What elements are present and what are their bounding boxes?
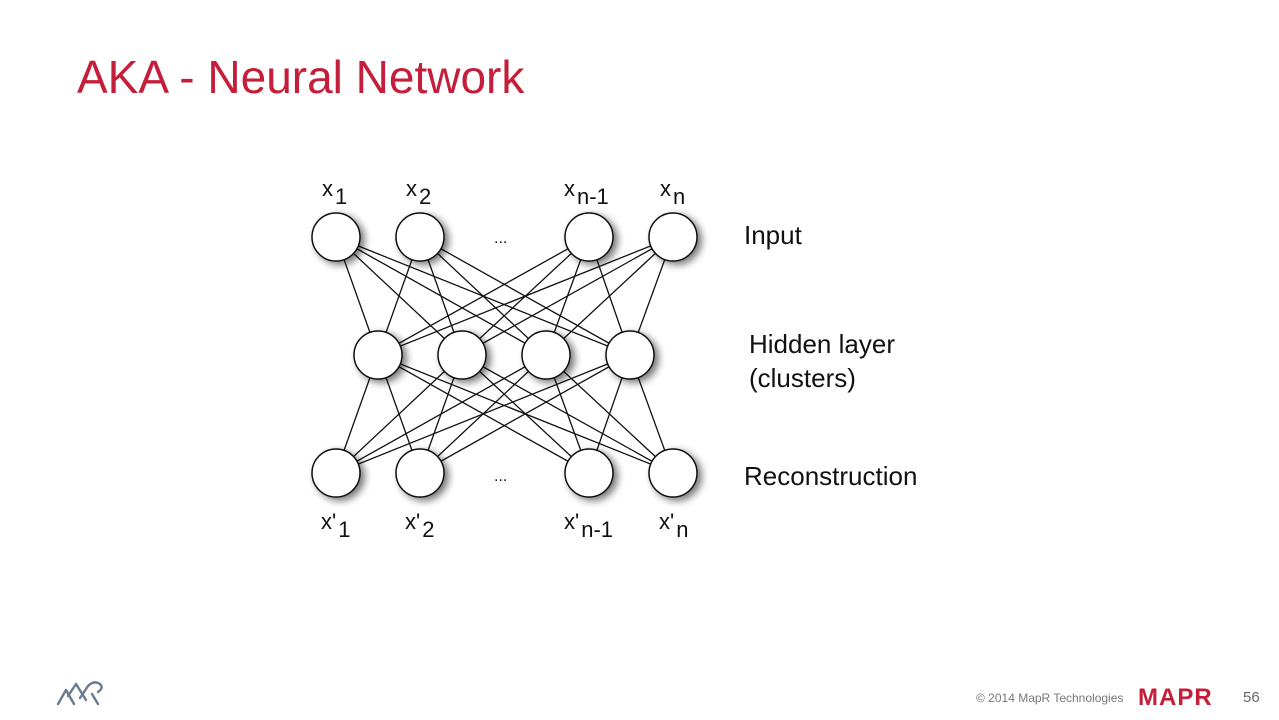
svg-text:xn-1: xn-1 [564,176,609,209]
edge-input-4-hidden-2 [461,236,674,356]
input-ellipsis: ... [494,230,507,247]
hidden-node-1 [353,330,403,380]
input-layer-label: Input [744,220,802,250]
svg-text:x'n: x'n [659,509,688,542]
edge-hidden-4-output-2 [419,354,631,474]
input-node-label-1: x1 [322,176,347,209]
hidden-node-2 [437,330,487,380]
reconstruction-layer-label: Reconstruction [744,461,918,491]
svg-text:x'2: x'2 [405,509,434,542]
edge-hidden-3-output-1 [335,354,547,474]
page-title: AKA - Neural Network [77,51,525,103]
input-node-2 [395,212,445,262]
output-node-label-2: x'2 [405,509,434,542]
output-node-label-n: x'n [659,509,688,542]
input-node-3 [564,212,614,262]
mapr-brand-logo: MAPR [1138,684,1213,711]
edge-hidden-2-output-1 [335,354,463,474]
edge-input-4-hidden-3 [545,236,674,356]
hidden-node-4 [605,330,655,380]
network-nodes [311,212,698,498]
svg-text:x'n-1: x'n-1 [564,509,613,542]
output-ellipsis: ... [494,468,507,485]
edge-input-4-hidden-1 [377,236,674,356]
output-node-2 [395,448,445,498]
input-node-1 [311,212,361,262]
input-node-label-n-1: xn-1 [564,176,609,209]
svg-text:x2: x2 [406,176,431,209]
svg-text:xn: xn [660,176,685,209]
output-node-label-n-1: x'n-1 [564,509,613,542]
edge-hidden-4-output-1 [335,354,631,474]
output-node-3 [564,448,614,498]
hidden-node-3 [521,330,571,380]
svg-text:x'1: x'1 [321,509,350,542]
hidden-layer-sublabel: (clusters) [749,363,856,393]
edge-input-3-hidden-1 [377,236,590,356]
input-node-label-2: x2 [406,176,431,209]
output-node-label-1: x'1 [321,509,350,542]
output-node-4 [648,448,698,498]
elephant-logo-icon [56,681,103,706]
page-number: 56 [1243,689,1260,706]
input-node-label-n: xn [660,176,685,209]
copyright-text: © 2014 MapR Technologies [976,691,1124,705]
hidden-layer-label: Hidden layer [749,329,895,359]
input-node-4 [648,212,698,262]
svg-text:x1: x1 [322,176,347,209]
output-node-1 [311,448,361,498]
